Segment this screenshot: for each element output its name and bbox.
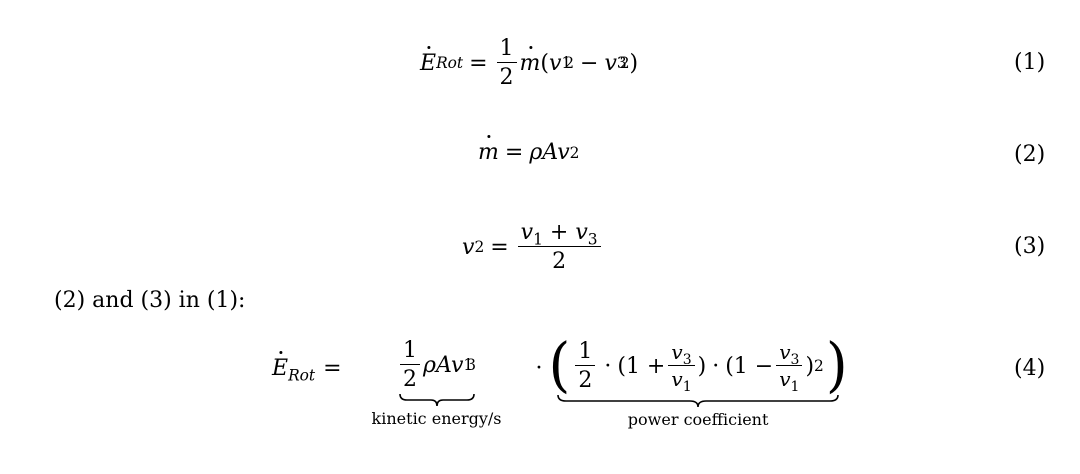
kinetic-energy-label: kinetic energy/s — [371, 408, 502, 428]
equation-number-2: (2) — [1014, 142, 1046, 167]
power-coefficient-label: power coefficient — [627, 410, 769, 429]
equation-number-1: (1) — [1014, 50, 1046, 75]
underbrace-kinetic — [398, 393, 475, 407]
equation-number-3: (3) — [1014, 234, 1046, 259]
underbrace-power — [557, 394, 839, 408]
substitution-note: (2) and (3) in (1): — [54, 288, 246, 313]
equation-number-4: (4) — [1014, 356, 1046, 381]
